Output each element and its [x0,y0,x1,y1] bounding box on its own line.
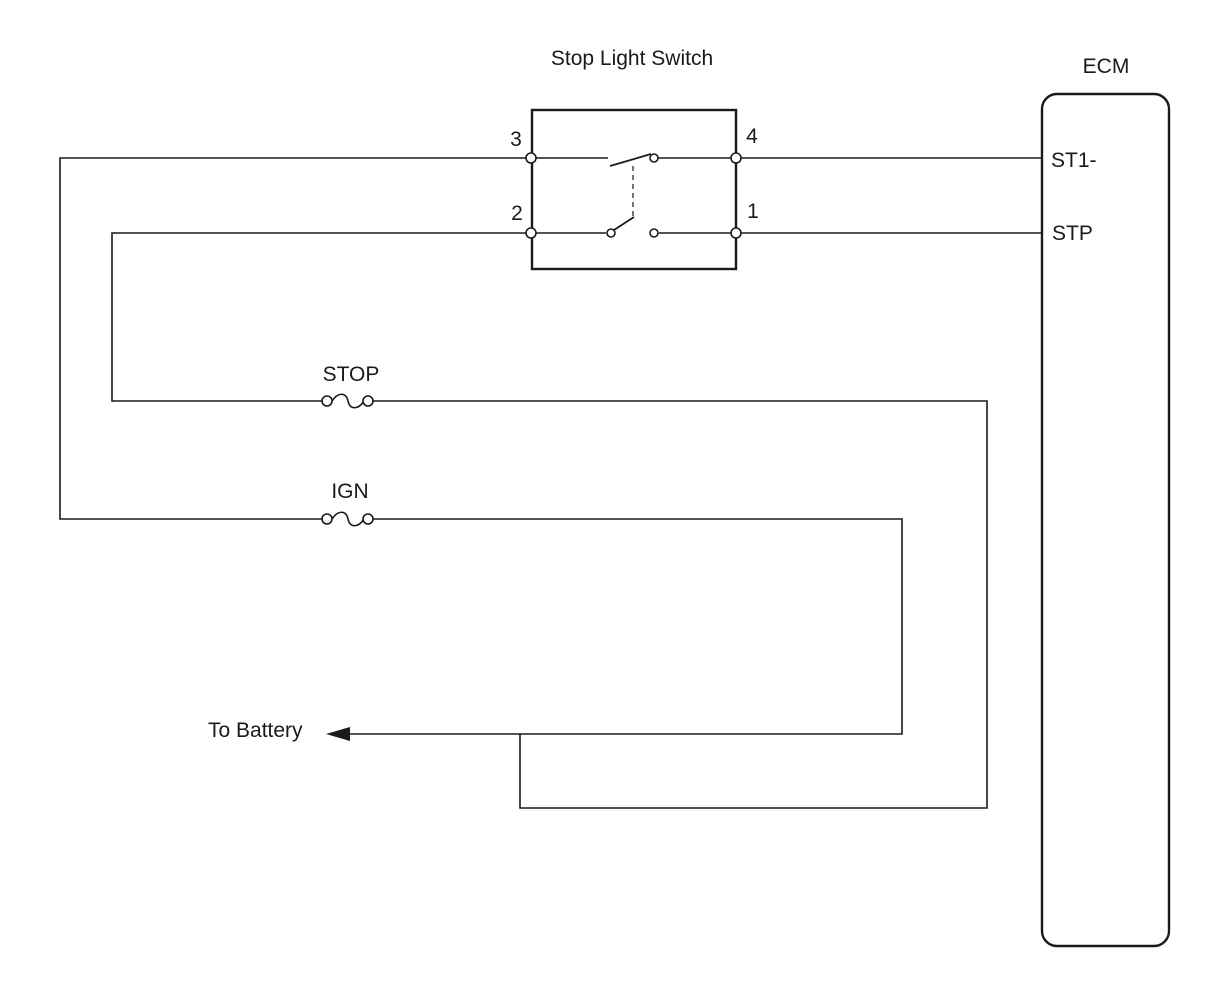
wire-pin2-to-stop-fuse [111,232,527,402]
pin-label-2: 2 [511,202,523,225]
terminal-3 [525,152,537,164]
stop-light-switch-body [530,108,738,271]
wire-pin3-to-ign-fuse [59,157,527,520]
ecm-pin-st1-label: ST1- [1051,149,1097,172]
wire-ign-fuse-to-battery [350,518,903,735]
wire-stop-fuse-to-battery [373,400,988,809]
terminal-2 [525,227,537,239]
pin-label-3: 3 [510,128,522,151]
ecm-title: ECM [1083,55,1130,78]
switch-contact-upper [609,153,652,167]
switch-contact-point [606,228,616,238]
ecm-body [1040,92,1171,948]
pin-label-1: 1 [747,200,759,223]
battery-arrow-icon [326,727,350,741]
terminal-4 [730,152,742,164]
fuse-ign-symbol [321,511,374,527]
switch-contact-point [649,228,659,238]
fuse-ign-label: IGN [331,480,368,503]
ecm-pin-stp-label: STP [1052,222,1093,245]
terminal-1 [730,227,742,239]
switch-contact-lower [613,216,635,231]
battery-label: To Battery [208,719,303,742]
fuse-stop-symbol [321,393,374,409]
pin-label-4: 4 [746,125,758,148]
fuse-stop-label: STOP [323,363,380,386]
switch-contact-point [649,153,659,163]
switch-title: Stop Light Switch [551,47,713,70]
